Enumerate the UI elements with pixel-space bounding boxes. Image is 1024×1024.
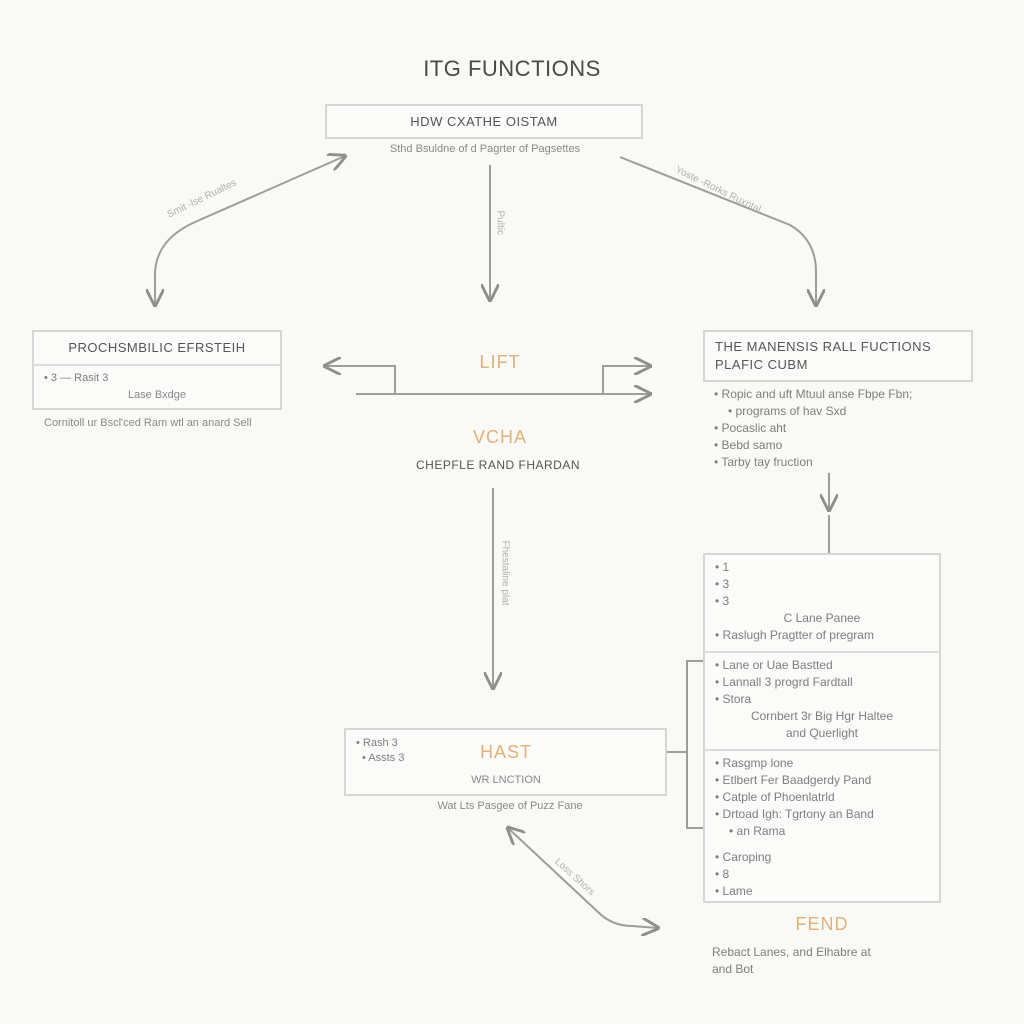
right-note-4: Tarby tay fruction [714,454,974,471]
page-title: ITG FUNCTIONS [423,56,601,81]
left-box-sub: Lase Bxdge [127,389,187,401]
stack-2-bullet-2: Lannall 3 progrd Fardtall [715,674,929,691]
hast-label: HAST [479,742,532,762]
arrow-hast-to-fend [508,828,658,928]
right-note-3: Bebd samo [714,437,974,454]
stack-section-1: 1 3 3 C Lane Panee Raslugh Pragtter of p… [705,555,939,653]
stack-3-bullet-3: Catple of Phoenlatrld [715,789,929,806]
fend-caption-2: and Bot [712,962,754,976]
left-box-bullet: 3 — Rasit 3 [44,370,280,387]
stack-section-2: Lane or Uae Bastted Lannall 3 progrd Far… [705,653,939,751]
hast-caption: Wat Lts Pasgee of Puzz Fane [437,800,583,812]
stack-1-bullet-1: 1 [715,559,929,576]
hast-box: Rash 3 Assts 3 HAST WR LNCTION [344,728,667,796]
stack-1-center: C Lane Panee [783,611,861,625]
right-box-notes: Ropic and uft Mtuul anse Fbpe Fbn; progr… [714,386,974,471]
edge-label-center-lower: Fhestaline plat [499,540,511,606]
bracket-stack-to-hast [667,660,704,829]
right-note-1: Ropic and uft Mtuul anse Fbpe Fbn; [714,386,974,403]
hast-box-list: Rash 3 Assts 3 [356,736,404,766]
right-box-title-2: PLAFIC CUBM [715,357,808,372]
arrow-top-to-left [155,156,345,305]
stack-1-bullet-3: 3 [715,593,929,610]
stack-4-bullet-1: Caroping [715,849,929,866]
left-box: PROCHSMBILIC EFRSTEIH 3 — Rasit 3 Lase B… [32,330,282,410]
stack-2-center-2: and Querlight [785,726,859,740]
left-box-header: PROCHSMBILIC EFRSTEIH [34,332,280,366]
arrow-top-to-right [619,156,816,305]
hast-sub-label: WR LNCTION [471,774,541,786]
edge-label-center-top: Pultic [494,210,506,235]
left-box-caption: Cornitoll ur Bscl'ced Ram wtl an anard S… [44,417,252,429]
right-note-2: Pocaslic aht [714,420,974,437]
top-system-caption: Sthd Bsuldne of d Pagrter of Pagsettes [389,143,581,155]
right-note-1-cont: programs of hav Sxd [714,403,974,420]
lift-label: LIFT [479,352,521,372]
stack-4-bullet-3: Lame [715,883,929,900]
arrow-lift-left [325,366,396,394]
fend-caption-1: Rebact Lanes, and Elhabre at [712,945,871,959]
vcha-label: VCHA [472,427,527,447]
stack-section-3: Rasgmp lone Etlbert Fer Baadgerdy Pand C… [705,751,939,845]
stack-section-4: Caroping 8 Lame [705,845,939,904]
hast-bullet-2: Assts 3 [356,751,404,766]
vcha-sub-label: CHEPFLE RAND FHARDAN [415,458,581,472]
stack-1-last: Raslugh Pragtter of pregram [715,627,929,644]
arrow-lift-right [602,366,650,394]
stack-3-bullet-2: Etlbert Fer Baadgerdy Pand [715,772,929,789]
hast-bullet-1: Rash 3 [356,736,404,751]
top-system-box: HDW CXATHE OISTAM [325,104,643,139]
left-box-list: 3 — Rasit 3 [34,366,280,387]
fend-caption: Rebact Lanes, and Elhabre at and Bot [712,944,952,978]
stack-3-tail: an Rama [715,823,929,840]
stack-2-center-1: Cornbert 3r Big Hgr Haltee [750,709,894,723]
stack-4-bullet-2: 8 [715,866,929,883]
stack-3-bullet-4: Drtoad Igh: Tgrtony an Band [715,806,929,823]
right-functions-box: THE MANENSIS RALL FUCTIONS PLAFIC CUBM [703,330,973,382]
top-system-label: HDW CXATHE OISTAM [410,114,558,129]
stack-3-bullet-1: Rasgmp lone [715,755,929,772]
fend-label: FEND [795,914,849,934]
right-box-title-1: THE MANENSIS RALL FUCTIONS [715,339,932,354]
stack-1-bullet-2: 3 [715,576,929,593]
stack-2-bullet-1: Lane or Uae Bastted [715,657,929,674]
right-stack-box: 1 3 3 C Lane Panee Raslugh Pragtter of p… [703,553,941,903]
stack-2-bullet-3: Stora [715,691,929,708]
